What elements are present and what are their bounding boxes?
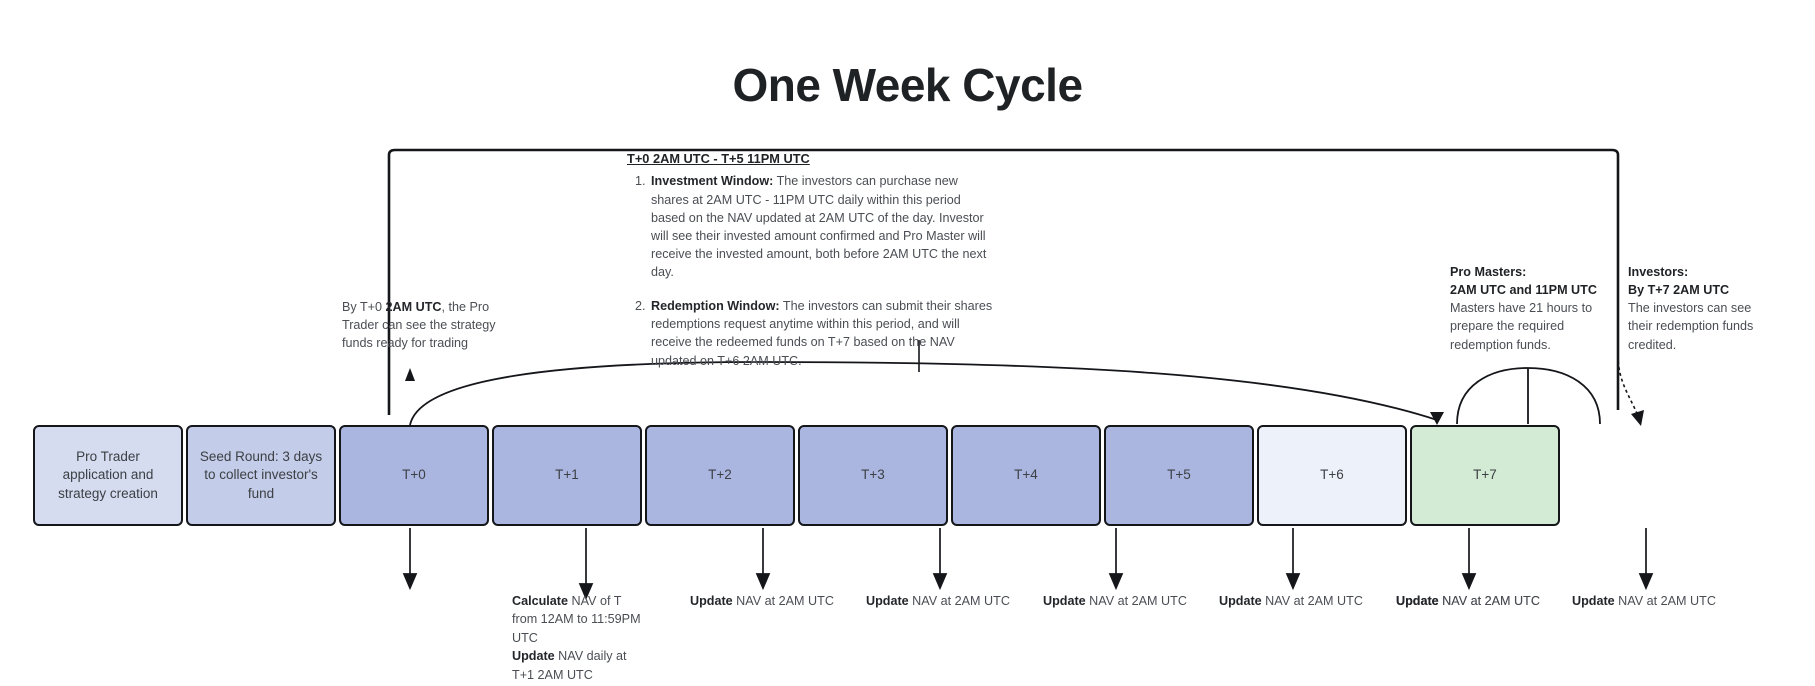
- caption-line: Calculate NAV of T from 12AM to 11:59PM …: [512, 592, 647, 647]
- timeline-box-7[interactable]: T+5: [1104, 425, 1254, 526]
- caption-keyword: Update: [1396, 594, 1439, 608]
- pro-masters-body: Masters have 21 hours to prepare the req…: [1450, 301, 1593, 352]
- note-window-callout: T+0 2AM UTC - T+5 11PM UTC Investment Wi…: [627, 150, 997, 370]
- caption-line: Update NAV at 2AM UTC: [1572, 592, 1716, 610]
- investors-subheading: By T+7 2AM UTC: [1628, 283, 1730, 298]
- timeline-box-label: T+0: [402, 467, 426, 483]
- pro-masters-heading: Pro Masters:: [1450, 265, 1527, 279]
- timeline-box-label: T+7: [1473, 467, 1497, 483]
- timeline-box-8[interactable]: T+6: [1257, 425, 1407, 526]
- timeline-box-2[interactable]: T+0: [339, 425, 489, 526]
- caption-text: NAV daily at T+1 2AM UTC: [512, 649, 627, 682]
- caption-t7: Update NAV at 2AM UTC: [1572, 592, 1716, 610]
- timeline-box-label: T+3: [861, 467, 885, 483]
- caption-t0: Calculate NAV of T from 12AM to 11:59PM …: [512, 592, 647, 684]
- caption-line: Update NAV at 2AM UTC: [690, 592, 834, 610]
- callout-item-investment: Investment Window: The investors can pur…: [649, 172, 997, 281]
- caption-t2: Update NAV at 2AM UTC: [866, 592, 1010, 610]
- note-pro-trader: By T+0 2AM UTC, the Pro Trader can see t…: [342, 300, 496, 351]
- note-investors: Investors: By T+7 2AM UTC The investors …: [1628, 263, 1778, 354]
- timeline-box-0[interactable]: Pro Trader application and strategy crea…: [33, 425, 183, 526]
- note-pro-trader-bold: 2AM UTC: [385, 300, 442, 314]
- caption-t3: Update NAV at 2AM UTC: [1043, 592, 1187, 610]
- timeline-box-5[interactable]: T+3: [798, 425, 948, 526]
- caption-keyword: Update: [1043, 594, 1086, 608]
- redemption-window-label: Redemption Window:: [651, 299, 780, 314]
- investment-window-label: Investment Window:: [651, 174, 774, 189]
- timeline-box-9[interactable]: T+7: [1410, 425, 1560, 526]
- caption-text: NAV at 2AM UTC: [1261, 594, 1363, 608]
- timeline-box-label: T+4: [1014, 467, 1038, 483]
- caption-line: Update NAV at 2AM UTC: [1043, 592, 1187, 610]
- caption-keyword: Update: [866, 594, 909, 608]
- caption-text: NAV at 2AM UTC: [732, 594, 834, 608]
- investment-window-text: The investors can purchase new shares at…: [651, 174, 987, 280]
- caption-text: NAV at 2AM UTC: [1614, 594, 1716, 608]
- page-title: One Week Cycle: [732, 59, 1083, 111]
- timeline-box-label: T+2: [708, 467, 732, 483]
- caption-t1: Update NAV at 2AM UTC: [690, 592, 834, 610]
- caption-line: Update NAV at 2AM UTC: [866, 592, 1010, 610]
- caption-t5: Update NAV at 2AM UTC: [1396, 592, 1540, 610]
- caption-text: NAV at 2AM UTC: [1085, 594, 1187, 608]
- pro-masters-subheading: 2AM UTC and 11PM UTC: [1450, 283, 1597, 298]
- note-pro-masters: Pro Masters: 2AM UTC and 11PM UTC Master…: [1450, 263, 1605, 354]
- timeline-box-label: Pro Trader application and strategy crea…: [58, 448, 158, 501]
- timeline-box-label: T+5: [1167, 467, 1191, 483]
- caption-keyword: Update: [1219, 594, 1262, 608]
- caption-line: Update NAV at 2AM UTC: [1396, 592, 1540, 610]
- callout-item-redemption: Redemption Window: The investors can sub…: [649, 297, 997, 370]
- caption-keyword: Update: [512, 649, 555, 664]
- timeline-box-3[interactable]: T+1: [492, 425, 642, 526]
- investors-body: The investors can see their redemption f…: [1628, 301, 1754, 352]
- timeline-track: Pro Trader application and strategy crea…: [33, 425, 1560, 526]
- caption-keyword: Update: [1396, 594, 1439, 608]
- caption-line: Update NAV at 2AM UTC: [1396, 592, 1540, 610]
- caption-text: NAV at 2AM UTC: [908, 594, 1010, 608]
- caption-line: Update NAV daily at T+1 2AM UTC: [512, 647, 647, 684]
- timeline-box-label: T+6: [1320, 467, 1344, 483]
- investors-heading: Investors:: [1628, 265, 1689, 279]
- timeline-box-1[interactable]: Seed Round: 3 days to collect investor's…: [186, 425, 336, 526]
- caption-keyword: Update: [1572, 594, 1615, 608]
- caption-t6: Update NAV at 2AM UTC: [1396, 592, 1540, 610]
- caption-text: NAV of T from 12AM to 11:59PM UTC: [512, 594, 641, 645]
- caption-text: NAV at 2AM UTC: [1438, 594, 1540, 608]
- caption-line: Update NAV at 2AM UTC: [1219, 592, 1363, 610]
- timeline-box-label: Seed Round: 3 days to collect investor's…: [199, 448, 323, 501]
- caption-keyword: Update: [690, 594, 733, 608]
- timeline-box-label: T+1: [555, 467, 579, 483]
- redemption-window-text: The investors can submit their shares re…: [651, 299, 993, 368]
- timeline-box-6[interactable]: T+4: [951, 425, 1101, 526]
- caption-text: NAV at 2AM UTC: [1438, 594, 1540, 608]
- callout-heading: T+0 2AM UTC - T+5 11PM UTC: [627, 151, 810, 166]
- caption-keyword: Calculate: [512, 594, 568, 608]
- timeline-box-4[interactable]: T+2: [645, 425, 795, 526]
- caption-t4: Update NAV at 2AM UTC: [1219, 592, 1363, 610]
- callout-list: Investment Window: The investors can pur…: [627, 172, 997, 369]
